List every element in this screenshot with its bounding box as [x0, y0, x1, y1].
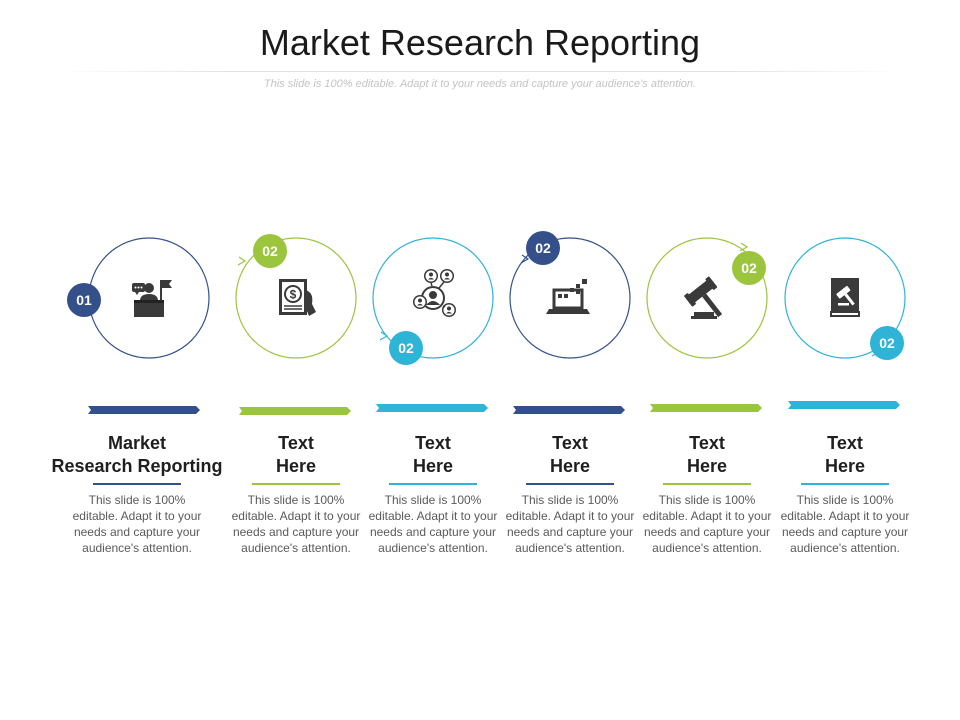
step-ring-5	[646, 237, 768, 359]
step-ribbon-4	[513, 406, 625, 414]
ring-arrowhead-icon	[379, 331, 389, 341]
title-divider	[60, 71, 900, 72]
step-title-line-2: Here	[412, 456, 454, 476]
step-ribbon-5	[650, 404, 762, 412]
step-description-5: This slide is 100% editable. Adapt it to…	[642, 493, 772, 555]
step-ring-3	[372, 237, 494, 359]
ring-arrowhead-icon	[739, 242, 749, 252]
step-underline-1	[93, 483, 181, 485]
law-book-icon	[830, 277, 860, 317]
step-ring-6	[784, 237, 906, 359]
people-network-icon	[412, 268, 457, 318]
step-badge-number: 02	[535, 240, 551, 256]
step-badge-3	[389, 331, 423, 365]
step-title-line-1: Text	[278, 433, 314, 453]
step-description-2: This slide is 100% editable. Adapt it to…	[231, 493, 361, 555]
step-title-line-2: Here	[549, 456, 591, 476]
step-badge-4	[526, 231, 560, 265]
step-description-6: This slide is 100% editable. Adapt it to…	[780, 493, 910, 555]
step-underline-3	[389, 483, 477, 485]
step-underline-2	[252, 483, 340, 485]
step-title-line-1: Market	[107, 433, 167, 453]
step-title-line-1: Text	[552, 433, 588, 453]
step-underline-6	[801, 483, 889, 485]
step-title-line-1: Text	[689, 433, 725, 453]
step-badge-number: 01	[76, 292, 92, 308]
step-underline-5	[663, 483, 751, 485]
ring-arrowhead-icon	[237, 256, 247, 266]
dollar-report-icon	[278, 278, 317, 317]
step-ring-4	[509, 237, 631, 359]
laptop-chart-icon	[544, 277, 592, 316]
step-underline-4	[526, 483, 614, 485]
step-badge-6	[870, 326, 904, 360]
step-badge-number: 02	[879, 335, 895, 351]
step-ring-2	[235, 237, 357, 359]
step-badge-5	[732, 251, 766, 285]
gavel-icon	[683, 276, 733, 326]
step-badge-number: 02	[741, 260, 757, 276]
step-title-line-2: Here	[824, 456, 866, 476]
step-ribbon-1	[88, 406, 200, 414]
step-description-4: This slide is 100% editable. Adapt it to…	[505, 493, 635, 555]
presenter-podium-icon	[131, 279, 173, 318]
step-ribbon-2	[239, 407, 351, 415]
step-title-line-1: Text	[415, 433, 451, 453]
step-title-line-1: Text	[827, 433, 863, 453]
step-badge-1	[67, 283, 101, 317]
step-title-line-2: Here	[686, 456, 728, 476]
step-badge-number: 02	[398, 340, 414, 356]
slide-subtitle: This slide is 100% editable. Adapt it to…	[263, 78, 697, 90]
step-ribbon-6	[788, 401, 900, 409]
step-badge-2	[253, 234, 287, 268]
step-description-3: This slide is 100% editable. Adapt it to…	[368, 493, 498, 555]
step-badge-number: 02	[262, 243, 278, 259]
step-title-line-2: Here	[275, 456, 317, 476]
step-ribbon-3	[376, 404, 488, 412]
step-title-line-2: Research Reporting	[51, 456, 223, 476]
slide-title: Market Research Reporting	[259, 22, 701, 63]
step-description-1: This slide is 100% editable. Adapt it to…	[72, 493, 202, 555]
ring-arrowhead-icon	[520, 254, 530, 264]
